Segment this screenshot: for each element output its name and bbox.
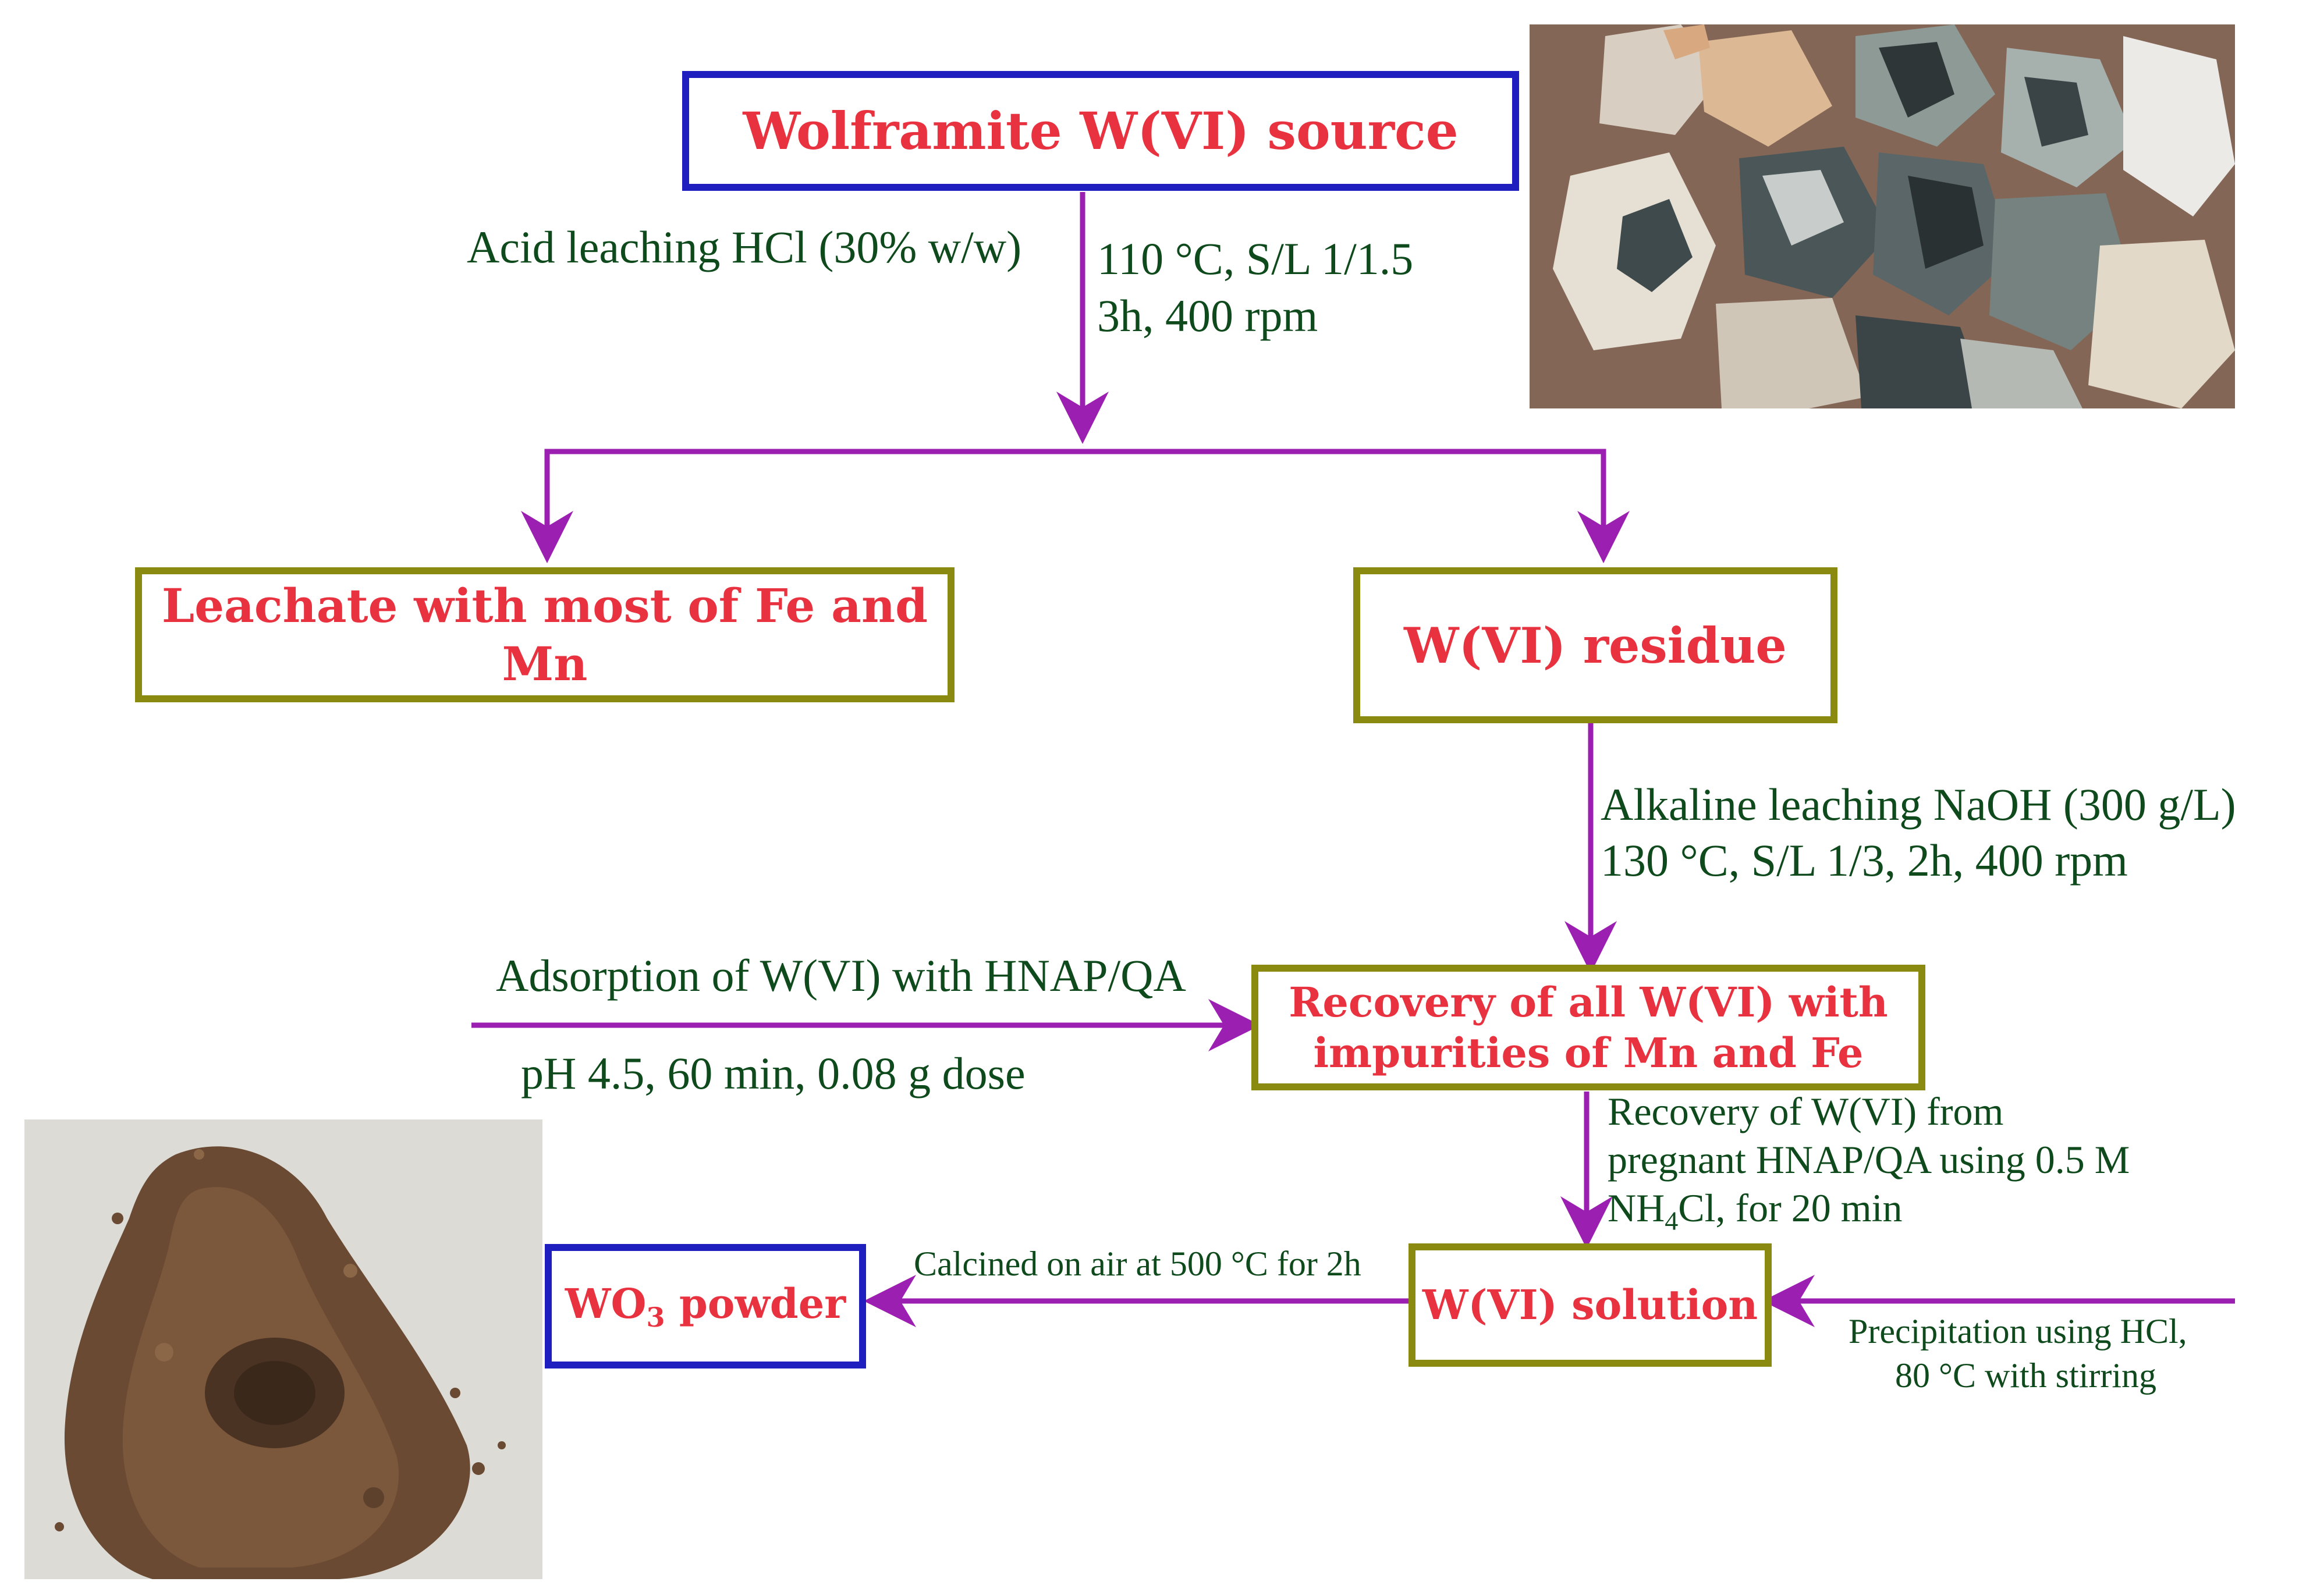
label-acid-conditions-1: 110 °C, S/L 1/1.5 [1097,233,1414,284]
label-elution-3: NH4Cl, for 20 min [1608,1185,1903,1237]
box-recovery: Recovery of all W(VI) with impurities of… [1251,965,1925,1090]
label-alkaline-1: Alkaline leaching NaOH (300 g/L) [1601,779,2236,830]
box-leachate-text: Leachate with most of Fe and Mn [161,578,928,691]
box-recovery-text: Recovery of all W(VI) with impurities of… [1289,977,1888,1079]
label-precipitation-1: Precipitation using HCl, [1849,1312,2187,1350]
box-w-residue: W(VI) residue [1353,567,1837,723]
label-elution-3-subscript: 4 [1665,1206,1679,1236]
label-elution-2: pregnant HNAP/QA using 0.5 M [1608,1138,2130,1182]
label-precipitation-2: 80 °C with stirring [1895,1356,2157,1395]
label-acid-conditions-2: 3h, 400 rpm [1097,290,1318,341]
arrow-split-to-leachate [521,449,1083,563]
product-subscript: 3 [646,1301,665,1333]
box-wolframite-source-text: Wolframite W(VI) source [743,101,1459,161]
box-w-residue-text: W(VI) residue [1404,616,1787,674]
box-recovery-line-2: impurities of Mn and Fe [1313,1029,1864,1077]
label-elution-3-prefix: NH [1608,1186,1665,1230]
box-w-solution: W(VI) solution [1409,1243,1772,1367]
label-acid-leaching: Acid leaching HCl (30% w/w) [467,222,1022,272]
box-wo3-powder: WO3 powder [545,1244,866,1368]
box-leachate: Leachate with most of Fe and Mn [135,567,955,702]
wo3-powder-photo [24,1119,542,1579]
label-calcination: Calcined on air at 500 °C for 2h [914,1245,1361,1283]
label-adsorption: Adsorption of W(VI) with HNAP/QA [496,950,1186,1001]
label-alkaline-2: 130 °C, S/L 1/3, 2h, 400 rpm [1601,835,2128,886]
box-w-solution-text: W(VI) solution [1422,1281,1758,1330]
product-suffix: powder [665,1279,846,1328]
box-recovery-line-1: Recovery of all W(VI) with [1289,977,1888,1026]
box-wo3-powder-text: WO3 powder [565,1278,846,1335]
wolframite-ore-photo [1530,24,2235,408]
box-wolframite-source: Wolframite W(VI) source [682,71,1519,191]
product-prefix: WO [565,1279,647,1328]
label-elution-3-suffix: Cl, for 20 min [1678,1186,1903,1230]
label-elution-1: Recovery of W(VI) from [1608,1089,2004,1133]
label-adsorption-conditions: pH 4.5, 60 min, 0.08 g dose [521,1048,1026,1099]
arrow-split-to-residue [1083,449,1630,563]
